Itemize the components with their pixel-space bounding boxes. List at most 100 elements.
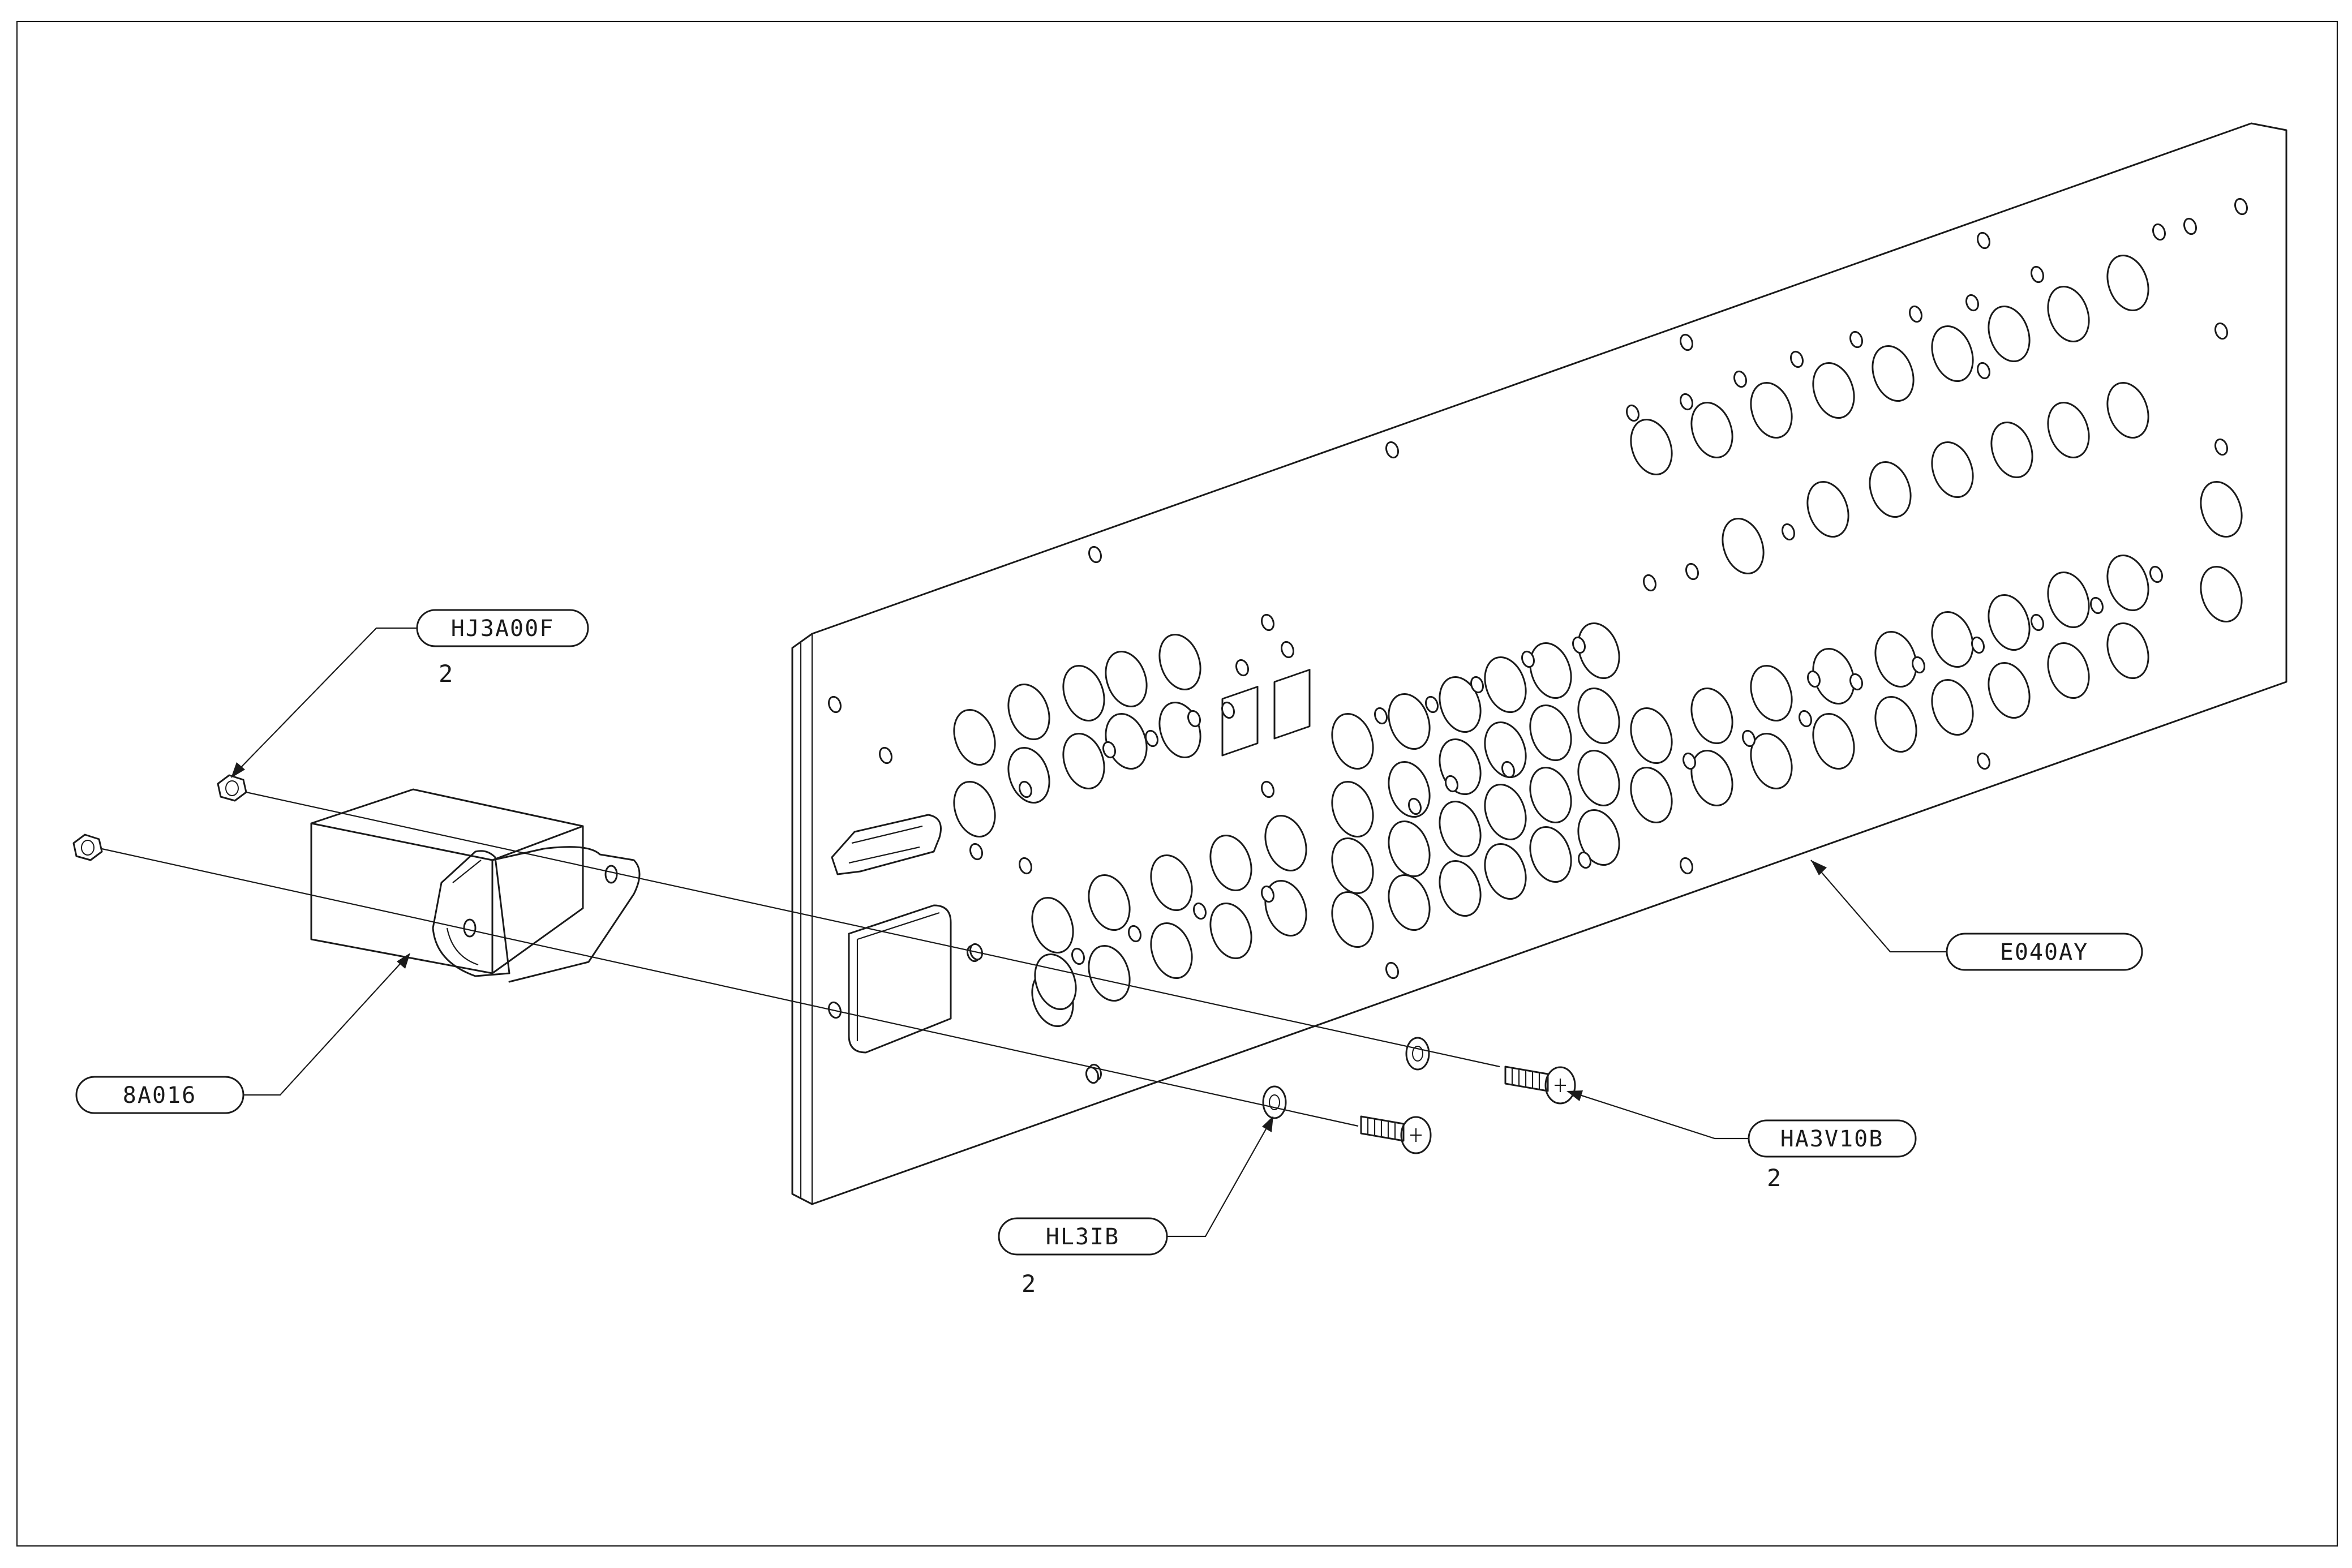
mounting-hole: [1908, 305, 1924, 324]
hex-nut-upper: [218, 775, 246, 801]
jack-hole: [947, 704, 1002, 771]
jack-hole: [2041, 281, 2096, 347]
mounting-hole: [1848, 330, 1864, 349]
jack-hole: [1082, 870, 1137, 936]
jack-hole: [2194, 476, 2249, 543]
jack-hole: [1985, 417, 2040, 483]
jack-hole: [1144, 918, 1199, 984]
screw-lower: [1361, 1116, 1431, 1153]
jack-hole: [1624, 762, 1679, 828]
jack-hole: [1325, 887, 1380, 953]
jack-hole: [1325, 776, 1380, 843]
jack-hole: [1099, 708, 1154, 775]
jack-hole: [1025, 892, 1080, 959]
jack-hole: [1685, 397, 1740, 463]
callout-panel-label: E040AY: [2000, 939, 2089, 965]
assembly-axis-upper: [246, 792, 1500, 1067]
mounting-hole: [2029, 613, 2045, 632]
mounting-hole: [1192, 902, 1208, 921]
jack-hole: [2101, 618, 2156, 684]
jack-hole: [1433, 856, 1488, 922]
jack-hole: [1382, 757, 1437, 823]
mounting-hole: [2029, 265, 2045, 284]
callout-filter-label: 8A016: [123, 1082, 196, 1109]
mounting-hole: [1789, 350, 1805, 369]
callout-panel: E040AY: [1947, 934, 2142, 970]
jack-hole: [1153, 629, 1208, 695]
mounting-hole: [2151, 223, 2167, 242]
jack-hole: [1478, 779, 1533, 845]
mounting-hole: [1384, 961, 1400, 980]
callout-washer: HL3IB 2: [999, 1218, 1167, 1298]
mounting-hole: [1234, 659, 1250, 677]
mounting-hole: [1732, 370, 1748, 389]
jack-hole: [1744, 660, 1799, 727]
jack-hole: [1057, 728, 1111, 794]
screw-upper: [1505, 1067, 1575, 1103]
jack-hole: [1523, 700, 1578, 766]
mounting-hole: [1070, 947, 1086, 966]
jack-hole: [947, 776, 1002, 843]
jack-hole: [1523, 762, 1578, 828]
jack-hole: [1801, 476, 1856, 543]
jack-hole: [2101, 550, 2156, 616]
mounting-hole: [827, 695, 843, 714]
jack-hole: [1624, 703, 1679, 769]
mounting-hole: [2089, 596, 2105, 615]
jack-hole: [1002, 679, 1057, 745]
callout-screw: HA3V10B 2: [1749, 1120, 1916, 1192]
jack-hole: [2101, 250, 2156, 316]
jack-hole: [1982, 590, 2037, 656]
mounting-hole: [1625, 404, 1641, 423]
jack-hole: [1685, 683, 1740, 749]
mounting-hole: [1280, 641, 1295, 659]
jack-hole: [1863, 457, 1918, 523]
large-jack-holes: [947, 250, 2249, 1032]
jack-hole: [1259, 875, 1314, 942]
jack-hole: [1382, 816, 1437, 882]
mounting-hole: [1976, 362, 1992, 380]
washer-lower: [1263, 1086, 1286, 1118]
jack-hole: [2041, 397, 2096, 463]
mounting-hole: [1087, 545, 1103, 564]
jack-hole: [1153, 697, 1208, 763]
mounting-hole: [1260, 613, 1276, 632]
mounting-hole: [968, 843, 984, 861]
callout-screw-label: HA3V10B: [1780, 1126, 1884, 1152]
callout-washer-label: HL3IB: [1046, 1224, 1119, 1250]
jack-hole: [1806, 708, 1861, 775]
mounting-hole: [2233, 197, 2249, 216]
mounting-hole: [1797, 710, 1813, 728]
jack-hole: [1523, 822, 1578, 888]
jack-hole: [1325, 708, 1380, 775]
callout-nut-qty: 2: [439, 660, 453, 688]
sheet-border: [17, 22, 2337, 1546]
mounting-hole: [1018, 857, 1033, 875]
square-cutout-1: [1222, 687, 1257, 755]
jack-hole: [2041, 567, 2096, 633]
jack-hole: [1082, 940, 1137, 1007]
mounting-hole: [2182, 217, 2198, 236]
callout-washer-qty: 2: [1022, 1270, 1036, 1298]
jack-hole: [1572, 683, 1626, 749]
mounting-hole: [1373, 707, 1389, 725]
jack-hole: [1925, 437, 1980, 503]
mounting-hole: [2213, 438, 2229, 457]
jack-hole: [1478, 839, 1533, 905]
mounting-hole: [1260, 780, 1276, 799]
front-panel: [792, 123, 2286, 1204]
mounting-hole: [1127, 925, 1143, 943]
mounting-hole: [1679, 857, 1694, 875]
callout-screw-qty: 2: [1767, 1164, 1781, 1192]
mounting-hole: [1964, 294, 1980, 312]
mounting-hole: [1679, 333, 1694, 352]
mounting-hole: [1642, 574, 1658, 592]
db-connector-cutout: [832, 815, 941, 874]
mounting-hole: [2148, 565, 2164, 584]
jack-hole: [2101, 377, 2156, 444]
iec-filter-module: [311, 789, 639, 982]
callout-nut: HJ3A00F 2: [417, 610, 588, 688]
jack-hole: [1433, 734, 1488, 800]
jack-hole: [1925, 607, 1980, 673]
